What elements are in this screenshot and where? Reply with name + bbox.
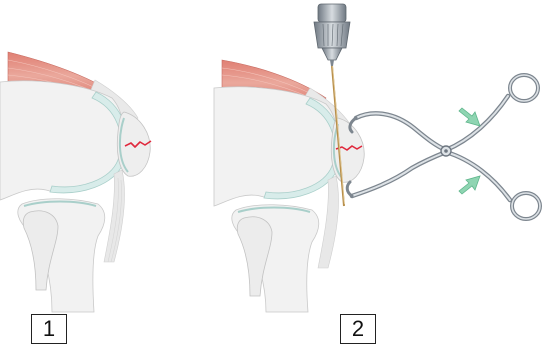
- patellar-tendon: [318, 176, 338, 268]
- panel-label-1: 1: [31, 314, 67, 344]
- panel-1-knee: [0, 52, 151, 312]
- panel-label-2: 2: [340, 314, 376, 344]
- reduction-clamp-icon: [347, 75, 540, 219]
- compression-arrow-icon: [459, 176, 480, 194]
- compression-arrow-icon: [459, 108, 480, 126]
